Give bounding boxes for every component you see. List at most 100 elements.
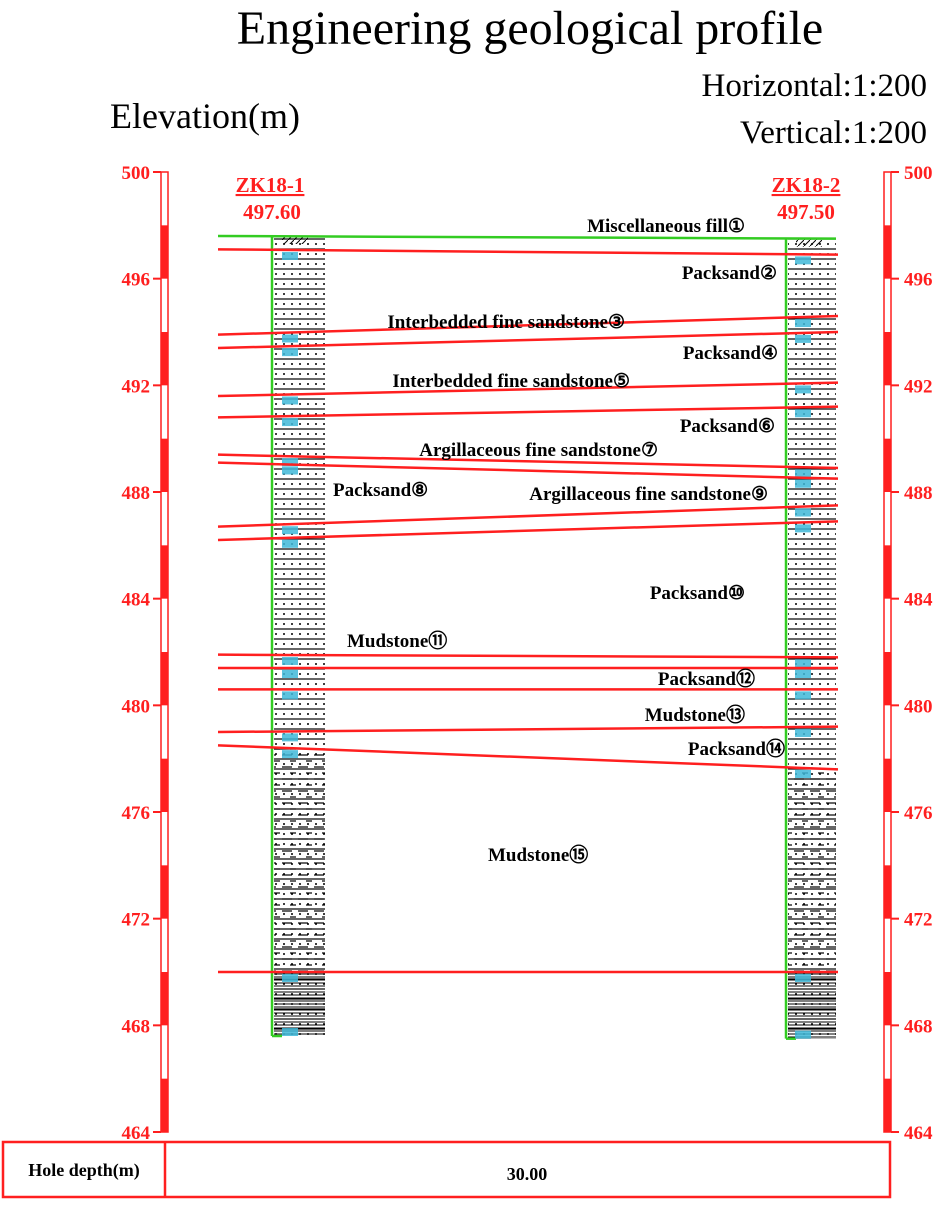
axis-bar-segment bbox=[161, 438, 168, 492]
boundary-line bbox=[217, 725, 839, 734]
sandstone-section bbox=[274, 972, 325, 1036]
borehole-header-zk18-2: ZK18-2 497.50 bbox=[772, 173, 841, 224]
layer-label: Miscellaneous fill① bbox=[587, 216, 745, 237]
axis-tick-label: 488 bbox=[122, 483, 151, 504]
layer-label: Mudstone⑬ bbox=[645, 703, 745, 726]
borehole-columns bbox=[217, 234, 837, 1040]
boundary-line bbox=[217, 504, 839, 528]
axis-bar-segment bbox=[161, 332, 168, 386]
layer-label: Packsand⑩ bbox=[650, 583, 745, 604]
ground-surface-line bbox=[217, 234, 837, 240]
sample-marker bbox=[282, 251, 298, 260]
axis-tick-label: 464 bbox=[122, 1123, 151, 1144]
sample-marker bbox=[795, 479, 811, 488]
sample-marker bbox=[795, 524, 811, 533]
layer-label: Packsand④ bbox=[683, 343, 778, 364]
boundary-line bbox=[217, 461, 839, 480]
layer-label: Packsand② bbox=[682, 263, 777, 284]
elevation-axis-label: Elevation(m) bbox=[110, 96, 300, 136]
layer-label: Interbedded fine sandstone⑤ bbox=[392, 371, 630, 392]
axis-tick-label: 488 bbox=[904, 483, 933, 504]
boundary-line bbox=[217, 330, 839, 350]
borehole-id: ZK18-1 bbox=[236, 173, 305, 197]
axis-bar-segment bbox=[161, 545, 168, 599]
axis-tick-label: 484 bbox=[904, 590, 933, 611]
sample-marker bbox=[795, 728, 811, 737]
borehole-elevation: 497.60 bbox=[243, 200, 301, 224]
axis-tick-label: 476 bbox=[122, 803, 151, 824]
layer-label: Mudstone⑪ bbox=[347, 629, 447, 652]
horizontal-scale: Horizontal:1:200 bbox=[702, 68, 927, 104]
axis-tick-label: 472 bbox=[904, 910, 933, 931]
axis-tick-label: 468 bbox=[122, 1016, 151, 1037]
axis-tick-label: 468 bbox=[904, 1016, 933, 1037]
axis-bar-segment bbox=[161, 758, 168, 812]
layer-boundaries bbox=[217, 248, 839, 1039]
axis-tick-label: 492 bbox=[904, 376, 933, 397]
sample-marker bbox=[795, 670, 811, 678]
sample-marker bbox=[282, 418, 298, 427]
borehole-id: ZK18-2 bbox=[772, 173, 841, 197]
boundary-line bbox=[217, 248, 839, 256]
axis-bar-segment bbox=[884, 438, 891, 492]
hole-depth-table-frame bbox=[1, 1140, 892, 1199]
layer-labels: Miscellaneous fill① Packsand② Interbedde… bbox=[333, 216, 785, 866]
sample-marker bbox=[795, 691, 811, 700]
axis-tick-label: 496 bbox=[904, 270, 933, 291]
layer-label: Argillaceous fine sandstone⑦ bbox=[419, 440, 658, 461]
sample-marker bbox=[795, 469, 811, 478]
hole-depth-table: Hole depth(m) 30.00 bbox=[1, 1140, 892, 1199]
axis-tick-label: 476 bbox=[904, 803, 933, 824]
sample-marker bbox=[282, 348, 298, 357]
sample-marker bbox=[795, 385, 811, 394]
axis-tick-label: 496 bbox=[122, 270, 151, 291]
boundary-line bbox=[217, 653, 839, 659]
borehole-elevation: 497.50 bbox=[777, 200, 835, 224]
boundary-line bbox=[217, 314, 839, 336]
sample-marker bbox=[795, 508, 811, 517]
axis-bar-segment bbox=[161, 972, 168, 1026]
layer-label: Packsand⑧ bbox=[333, 480, 428, 501]
boundary-line bbox=[217, 520, 839, 542]
axis-bar-segment bbox=[884, 865, 891, 919]
sample-marker bbox=[795, 1030, 811, 1039]
layer-label: Packsand⑫ bbox=[658, 667, 755, 690]
borehole-header-zk18-1: ZK18-1 497.60 bbox=[236, 173, 305, 224]
axis-bar-segment bbox=[161, 865, 168, 919]
axis-bar-segment bbox=[161, 225, 168, 279]
mudstone-section bbox=[788, 769, 836, 972]
layer-label: Argillaceous fine sandstone⑨ bbox=[529, 484, 768, 505]
axis-tick-label: 500 bbox=[904, 163, 933, 184]
diagram-title: Engineering geological profile bbox=[237, 2, 823, 55]
axis-tick-label: 480 bbox=[904, 696, 933, 717]
axis-tick-label: 500 bbox=[122, 163, 151, 184]
layer-label: Mudstone⑮ bbox=[488, 843, 588, 866]
hole-depth-value: 30.00 bbox=[507, 1164, 548, 1184]
sample-marker bbox=[795, 319, 811, 328]
fill-hatch bbox=[282, 236, 308, 244]
sample-marker bbox=[282, 670, 298, 678]
sample-marker bbox=[282, 396, 298, 405]
axis-tick-label: 472 bbox=[122, 910, 151, 931]
axis-bar-segment bbox=[161, 1078, 168, 1132]
sample-marker bbox=[282, 334, 298, 343]
axis-tick-label: 492 bbox=[122, 376, 151, 397]
sample-marker bbox=[282, 691, 298, 700]
axis-bar-segment bbox=[884, 652, 891, 706]
sample-marker bbox=[795, 256, 811, 265]
sample-marker bbox=[282, 750, 298, 759]
axis-bar-segment bbox=[884, 225, 891, 279]
axis-tick-label: 480 bbox=[122, 696, 151, 717]
boundary-line bbox=[217, 453, 839, 470]
axis-bar-segment bbox=[884, 332, 891, 386]
sample-marker bbox=[282, 656, 298, 665]
layer-label: Interbedded fine sandstone③ bbox=[387, 312, 625, 333]
sample-marker bbox=[282, 974, 298, 982]
layer-label: Packsand⑭ bbox=[688, 737, 785, 760]
sample-marker bbox=[282, 458, 298, 467]
sample-marker bbox=[795, 334, 811, 343]
sample-marker bbox=[282, 539, 298, 548]
